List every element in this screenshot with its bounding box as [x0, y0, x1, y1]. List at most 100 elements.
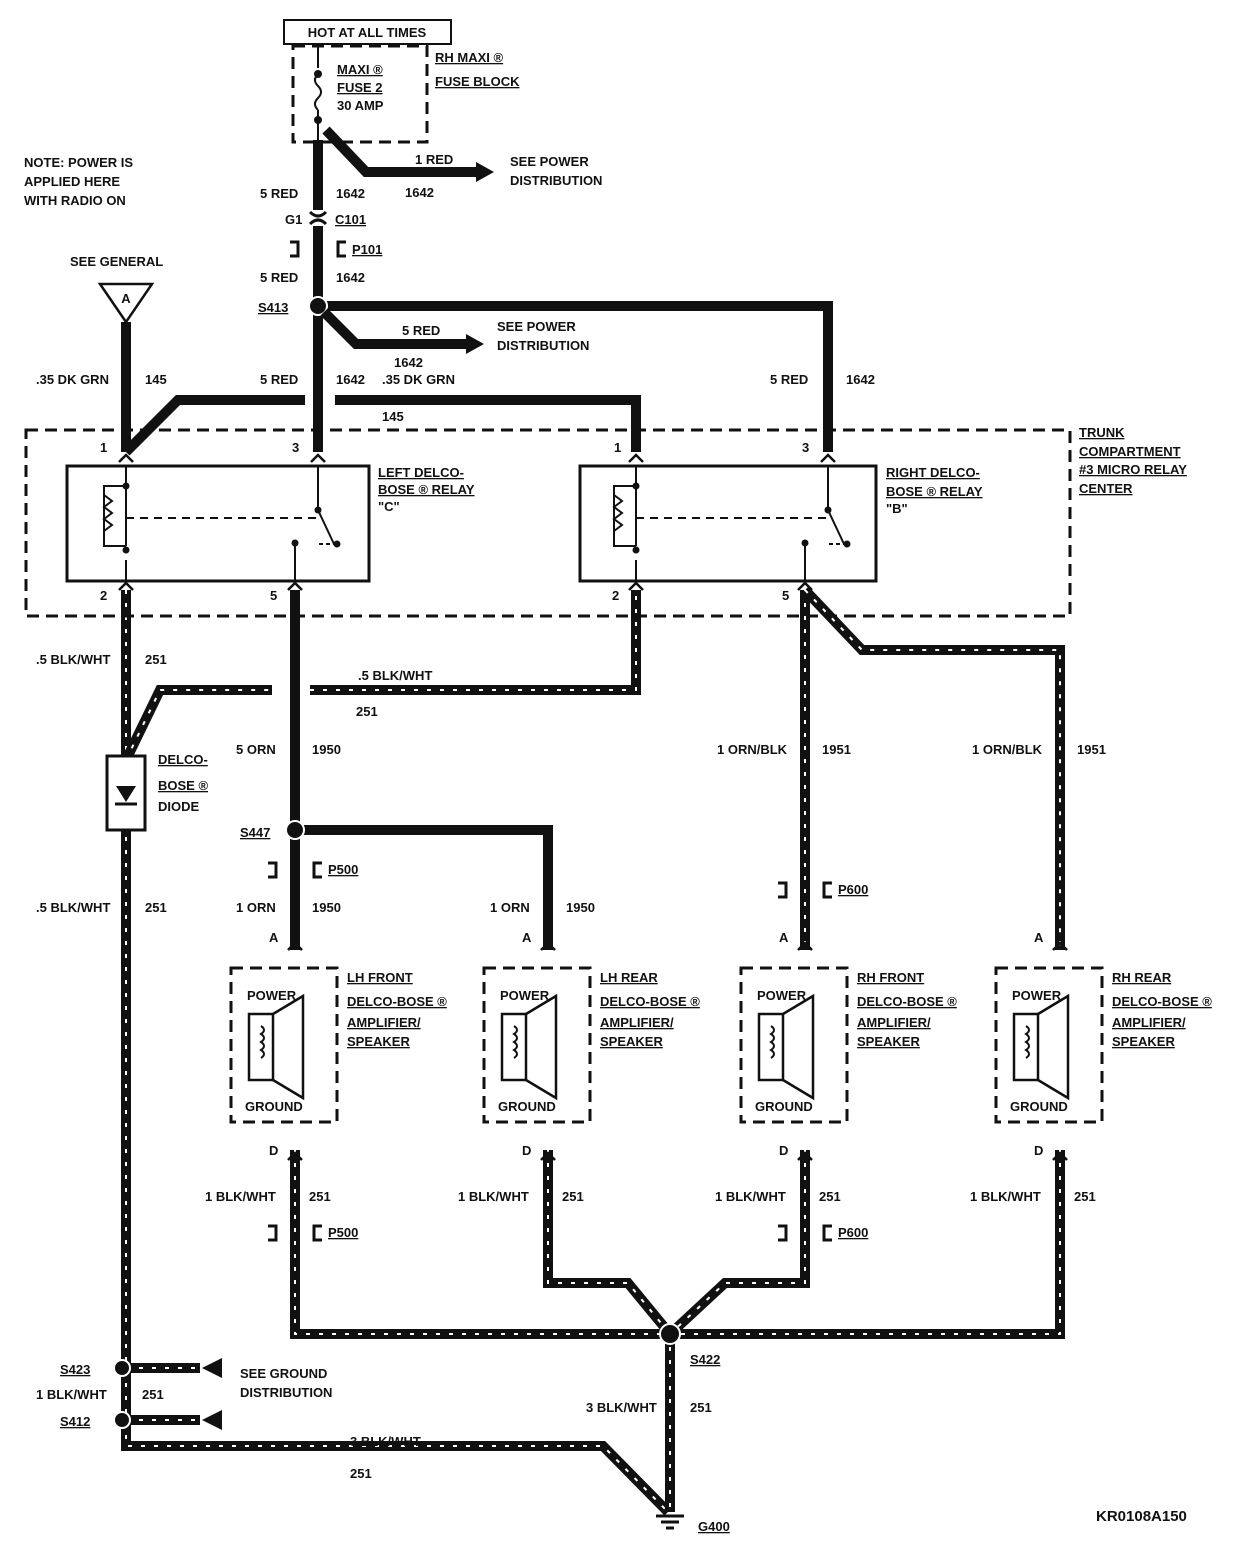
- fuse-name-2: FUSE 2: [337, 80, 383, 95]
- fuse-block-name-2: FUSE BLOCK: [435, 74, 520, 89]
- ref-label: SEE POWER: [497, 319, 576, 334]
- wire-label: 5 RED: [260, 186, 298, 201]
- circuit-label: 251: [356, 704, 378, 719]
- splice-label: S422: [690, 1352, 720, 1367]
- arrow-icon: [202, 1358, 222, 1378]
- relay-center-label: COMPARTMENT: [1079, 444, 1181, 459]
- ground-g400-icon: [656, 1514, 684, 1530]
- circuit-label: 251: [145, 652, 167, 667]
- speaker-coil: [512, 1025, 518, 1059]
- wire-label: 1 BLK/WHT: [36, 1387, 107, 1402]
- amp-title: AMPLIFIER/: [1112, 1015, 1186, 1030]
- circuit-label: 145: [145, 372, 167, 387]
- speaker-icon: [1012, 1012, 1040, 1082]
- ground-label: GROUND: [245, 1099, 303, 1114]
- triangle-label: A: [121, 291, 131, 306]
- ground-ref-label: DISTRIBUTION: [240, 1385, 332, 1400]
- amp-title: AMPLIFIER/: [857, 1015, 931, 1030]
- wire-label: 1 BLK/WHT: [458, 1189, 529, 1204]
- speaker-cone: [1037, 993, 1070, 1101]
- wire-label: 5 RED: [770, 372, 808, 387]
- ground-label: GROUND: [1010, 1099, 1068, 1114]
- see-general-label: SEE GENERAL: [70, 254, 163, 269]
- connector-p101: P101: [290, 240, 382, 258]
- pin-label: A: [1034, 930, 1044, 945]
- pin-connector: [797, 941, 813, 1161]
- amp-title: SPEAKER: [347, 1034, 410, 1049]
- pin-label: D: [779, 1143, 788, 1158]
- relay-center-label: CENTER: [1079, 481, 1133, 496]
- ref-label: DISTRIBUTION: [497, 338, 589, 353]
- diode-icon: [116, 786, 136, 802]
- wire-label: 1 ORN/BLK: [717, 742, 788, 757]
- note-line: WITH RADIO ON: [24, 193, 126, 208]
- right-relay: 1 3 2 5 RIGHT DELCO- BOSE ® RELAY "B": [578, 440, 983, 603]
- power-dist-wire-2: [320, 308, 468, 349]
- relay-name: LEFT DELCO-: [378, 465, 464, 480]
- power-label: POWER: [1012, 988, 1062, 1003]
- amp-title: DELCO-BOSE ®: [600, 994, 700, 1009]
- amp-title: SPEAKER: [600, 1034, 663, 1049]
- circuit-label: 1642: [336, 186, 365, 201]
- speaker-cone: [272, 993, 305, 1101]
- pin-label: 5: [782, 588, 789, 603]
- arrow-icon: [202, 1410, 222, 1430]
- power-label: POWER: [757, 988, 807, 1003]
- connector-c101: G1 C101: [285, 210, 366, 227]
- circuit-label: 1951: [822, 742, 851, 757]
- amp-box: [482, 966, 592, 1124]
- fuse-rating: 30 AMP: [337, 98, 384, 113]
- splice-label: S412: [60, 1414, 90, 1429]
- wire-label: 5 RED: [260, 270, 298, 285]
- wire-label: .35 DK GRN: [382, 372, 455, 387]
- pin-label: G1: [285, 212, 302, 227]
- arrow-icon: [476, 162, 494, 182]
- connector-label: P500: [328, 862, 358, 877]
- fuse-block-name-1: RH MAXI ®: [435, 50, 504, 65]
- wire-label: 5 ORN: [236, 742, 276, 757]
- circuit-label: 251: [145, 900, 167, 915]
- note-line: NOTE: POWER IS: [24, 155, 133, 170]
- splice-s422: [659, 1323, 681, 1345]
- pin-label: 3: [292, 440, 299, 455]
- pin-label: 1: [614, 440, 621, 455]
- diagram-code: KR0108A150: [1096, 1508, 1187, 1525]
- relay-name: "B": [886, 501, 908, 516]
- speaker-icon: [757, 1012, 785, 1082]
- pin-label: 3: [802, 440, 809, 455]
- amp-title: LH FRONT: [347, 970, 413, 985]
- speaker-coil: [259, 1025, 265, 1059]
- pin-label: 5: [270, 588, 277, 603]
- hot-label: HOT AT ALL TIMES: [308, 25, 427, 40]
- pin-label: 1: [100, 440, 107, 455]
- power-wires: [121, 140, 833, 950]
- delco-bose-diode: DELCO- BOSE ® DIODE: [105, 752, 208, 832]
- pin-connector: [287, 941, 303, 1161]
- amp-title: SPEAKER: [1112, 1034, 1175, 1049]
- wire-label: .5 BLK/WHT: [358, 668, 432, 683]
- relay-name: BOSE ® RELAY: [886, 484, 983, 499]
- connector-p500: P500: [268, 861, 358, 879]
- left-relay: 1 3 2 5 LEFT DELCO- BOSE ® RELAY "C": [65, 440, 475, 603]
- amp-title: RH FRONT: [857, 970, 924, 985]
- fuse-icon: [314, 73, 322, 111]
- wire-label: 3 BLK/WHT: [350, 1434, 421, 1449]
- speaker-cone: [525, 993, 558, 1101]
- circuit-label: 1642: [846, 372, 875, 387]
- ground-label: GROUND: [755, 1099, 813, 1114]
- relay-name: "C": [378, 499, 400, 514]
- amp-title: AMPLIFIER/: [600, 1015, 674, 1030]
- circuit-label: 251: [309, 1189, 331, 1204]
- pin-label: D: [1034, 1143, 1043, 1158]
- wire-label: 5 RED: [402, 323, 440, 338]
- amp-title: LH REAR: [600, 970, 658, 985]
- circuit-label: 251: [1074, 1189, 1096, 1204]
- wire-label: 1 ORN: [236, 900, 276, 915]
- ground-label: GROUND: [498, 1099, 556, 1114]
- diode-label: BOSE ®: [158, 778, 208, 793]
- wire-label: 1 BLK/WHT: [205, 1189, 276, 1204]
- micro-relay-center: [24, 428, 1072, 618]
